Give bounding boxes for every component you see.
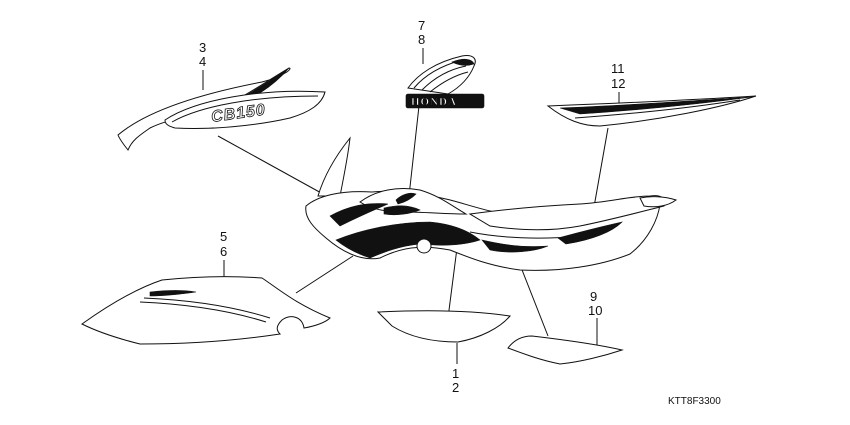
callout-number-1: 1 bbox=[452, 366, 459, 381]
callout-3-4: 3 4 bbox=[199, 40, 206, 90]
motorcycle-body bbox=[305, 136, 678, 271]
side-cover-accent bbox=[149, 290, 197, 297]
callout-number-3: 3 bbox=[199, 40, 206, 55]
leader-side-cover bbox=[295, 255, 354, 294]
callout-5-6: 5 6 bbox=[220, 229, 227, 280]
wing-feather-2 bbox=[421, 65, 467, 91]
side-cover-stripe-2 bbox=[139, 301, 267, 323]
callout-1-2: 1 2 bbox=[452, 343, 459, 395]
callout-number-8: 8 bbox=[418, 32, 425, 47]
body-lower-stripe bbox=[481, 239, 549, 253]
tank-stripe-panel bbox=[164, 90, 326, 130]
diagram-code: KTT8F3300 bbox=[668, 396, 721, 407]
wing-feather-3 bbox=[429, 71, 469, 93]
callout-number-11: 11 bbox=[611, 61, 625, 76]
callout-number-6: 6 bbox=[220, 244, 227, 259]
callout-number-4: 4 bbox=[199, 54, 206, 69]
rear-stripe-decal bbox=[507, 335, 624, 365]
body-tank-stripe bbox=[329, 203, 389, 227]
wing-tip bbox=[451, 58, 475, 66]
wing-emblem: HONDA bbox=[405, 55, 485, 109]
tank-stripe-decal: CB150 bbox=[117, 67, 326, 151]
rear-stripe-outline bbox=[507, 335, 624, 365]
body-fuel-cap bbox=[416, 238, 432, 254]
body-tank-stripe-2 bbox=[383, 205, 421, 216]
tail-tip bbox=[639, 196, 678, 208]
body-contour bbox=[469, 231, 581, 239]
leader-emblem bbox=[408, 105, 420, 197]
callout-number-12: 12 bbox=[611, 76, 625, 91]
side-cover-stripe-1 bbox=[143, 297, 271, 319]
tank-stripe-inner-line bbox=[171, 95, 319, 123]
body-side-panel bbox=[335, 221, 481, 259]
callout-number-2: 2 bbox=[452, 380, 459, 395]
lower-stripe-outline bbox=[376, 310, 511, 343]
front-fairing bbox=[317, 136, 351, 197]
body-rear-stripe bbox=[557, 221, 623, 245]
callout-number-7: 7 bbox=[418, 18, 425, 33]
callout-number-10: 10 bbox=[588, 303, 602, 318]
side-cover-outline bbox=[81, 276, 331, 345]
callout-number-9: 9 bbox=[590, 289, 597, 304]
leader-lower-stripe bbox=[447, 247, 458, 319]
lower-stripe-decal bbox=[376, 310, 511, 343]
callout-7-8: 7 8 bbox=[418, 18, 425, 64]
seat-cowl-stripe-decal bbox=[546, 95, 757, 127]
callout-number-5: 5 bbox=[220, 229, 227, 244]
seat-stripe-line bbox=[574, 99, 741, 119]
body-emblem bbox=[395, 192, 417, 205]
callout-11-12: 11 12 bbox=[611, 61, 625, 106]
emblem-brand-text: HONDA bbox=[411, 96, 457, 108]
side-cover-decal bbox=[81, 276, 331, 345]
callout-9-10: 9 10 bbox=[588, 289, 602, 345]
emblem-plate bbox=[405, 93, 485, 109]
seat-stripe-accent bbox=[559, 96, 753, 115]
